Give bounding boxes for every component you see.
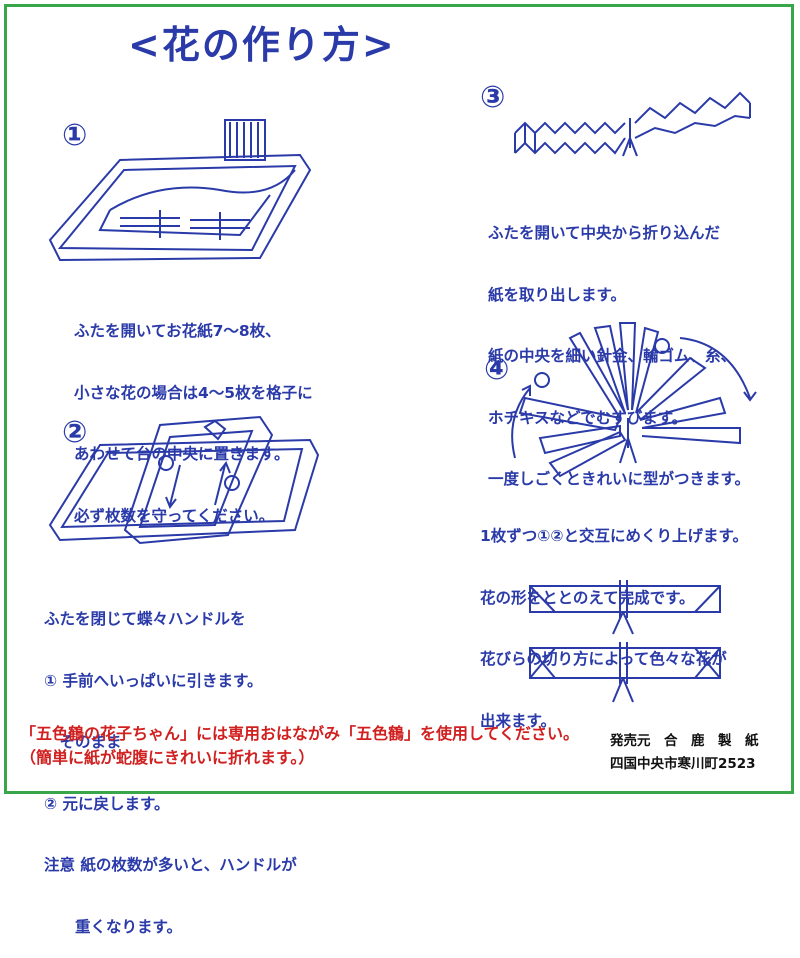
tied-paper-straight-cut-illustration: [529, 580, 721, 635]
step-1-number: ①: [62, 118, 88, 153]
step-2-line-5: 注意 紙の枚数が多いと、ハンドルが: [44, 856, 297, 874]
step-3-line-1: ふたを開いて中央から折り込んだ: [488, 224, 721, 242]
step-1-line-4: 必ず枚数を守ってください。: [74, 506, 275, 525]
step-1-illustration: [48, 119, 312, 262]
publisher-info: 発売元 合 鹿 製 紙 四国中央市寒川町2523: [610, 730, 759, 776]
step-4-line-1: 1枚ずつ①②と交互にめくり上げます。: [480, 527, 748, 545]
step-2-line-2: ① 手前へいっぱいに引きます。: [44, 671, 263, 690]
step-2-line-4: ② 元に戻します。: [44, 794, 170, 813]
notice-line-2: （簡単に紙が蛇腹にきれいに折れます。）: [20, 748, 315, 767]
step-3-number: ③: [480, 80, 506, 115]
step-3-line-5: 一度しごくときれいに型がつきます。: [488, 470, 750, 488]
step-4-line-2: 花の形をととのえて完成です。: [480, 588, 695, 607]
step-4-number: ④: [484, 352, 510, 387]
tied-paper-cross-cut-illustration: [529, 642, 721, 703]
product-notice: 「五色鶴の花子ちゃん」には専用おはながみ「五色鶴」を使用してください。 （簡単に…: [20, 722, 579, 770]
step-2-illustration: [48, 415, 320, 545]
publisher-address: 四国中央市寒川町2523: [610, 756, 756, 772]
step-2-line-3: そのまま: [44, 733, 122, 751]
step-3-line-2: 紙を取り出します。: [488, 285, 626, 304]
page-border: [4, 4, 794, 794]
publisher-name: 発売元 合 鹿 製 紙: [610, 733, 759, 749]
step-2-number: ②: [62, 415, 88, 450]
step-4-text: 1枚ずつ①②と交互にめくり上げます。 花の形をととのえて完成です。 花びらの切り…: [480, 485, 748, 752]
step-3-line-3: 紙の中央を細い針金、輪ゴム、糸、: [488, 347, 737, 365]
notice-line-1: 「五色鶴の花子ちゃん」には専用おはながみ「五色鶴」を使用してください。: [20, 724, 580, 743]
step-2-line-1: ふたを閉じて蝶々ハンドルを: [44, 610, 246, 628]
step-1-line-1: ふたを開いてお花紙7～8枚、: [74, 322, 281, 340]
step-1-text: ふたを開いてお花紙7～8枚、 小さな花の場合は4～5枚を格子に あわせて台の中央…: [74, 280, 313, 547]
page-title: <花の作り方>: [128, 23, 396, 67]
step-4-line-4: 出来ます。: [480, 711, 556, 730]
step-2-line-6: 重くなります。: [44, 917, 182, 936]
step-3-illustration: [514, 91, 751, 157]
step-1-line-2: 小さな花の場合は4～5枚を格子に: [74, 383, 313, 402]
step-4-illustration: [511, 322, 757, 478]
